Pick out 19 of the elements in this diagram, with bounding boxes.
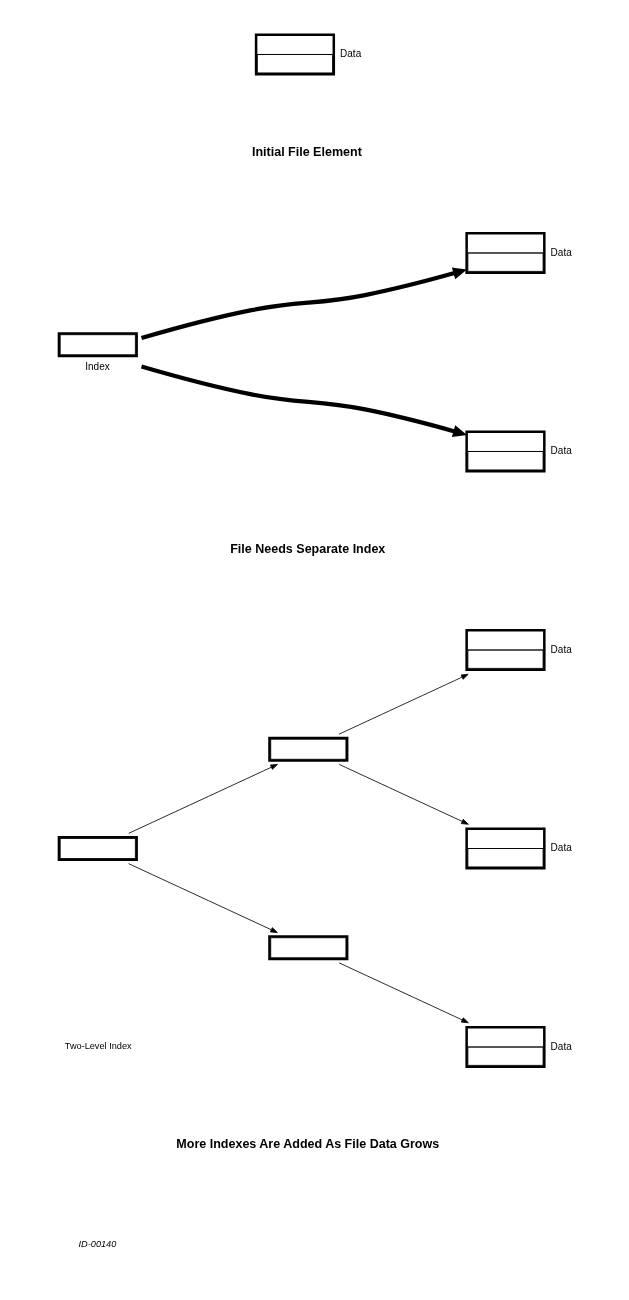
node-label: Data [550,1040,572,1052]
node-label: Data [550,643,572,655]
arrow [338,673,469,735]
node-label: Data [550,246,572,258]
node-label: Index [84,361,110,373]
label: Initial File Element [251,144,362,159]
label: More Indexes Are Added As File Data Grows [175,1137,439,1152]
arrow [140,267,467,341]
label: ID-00140 [78,1239,116,1250]
arrow [140,364,467,437]
arrow [338,763,469,825]
label: Two-Level Index [64,1041,132,1052]
label: File Needs Separate Index [229,541,385,556]
node-label: Data [550,842,572,854]
arrow [127,863,278,933]
arrow [127,763,278,834]
arrow [338,962,469,1024]
node-label: Data [550,445,572,457]
node-label: Data [339,48,361,60]
